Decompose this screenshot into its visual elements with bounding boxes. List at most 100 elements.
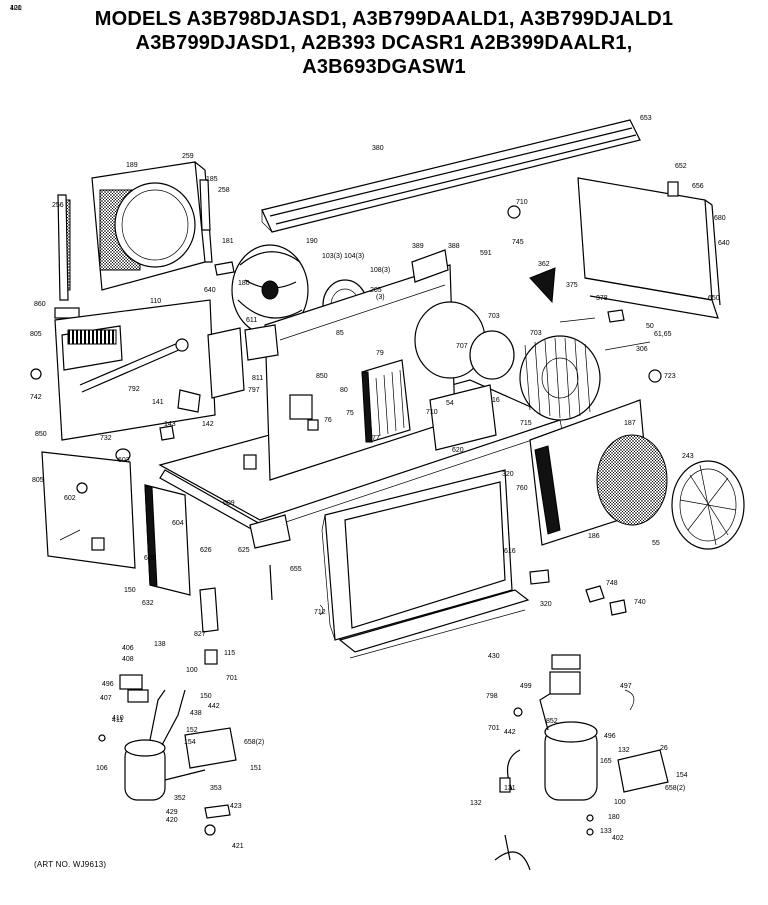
part-callout-label: 132 xyxy=(470,800,482,807)
part-callout-label: 438 xyxy=(190,710,202,717)
part-callout-label: 496 xyxy=(102,681,114,688)
blower-wheel xyxy=(414,301,601,421)
part-callout-label: 61,65 xyxy=(654,331,672,338)
part-callout-label: 850 xyxy=(35,431,47,438)
part-callout-label: 626 xyxy=(200,547,212,554)
part-callout-label: 811 xyxy=(252,375,263,382)
part-callout-label: 611 xyxy=(246,317,257,324)
part-callout-label: 429 xyxy=(166,809,178,816)
part-callout-label: 742 xyxy=(30,394,42,401)
part-callout-label: 604 xyxy=(172,520,184,527)
part-callout-label: 640 xyxy=(204,287,216,294)
part-callout-label: 497 xyxy=(620,683,632,690)
part-callout-label: 703 xyxy=(530,330,542,337)
part-callout-label: 115 xyxy=(224,650,235,657)
models-title-line-2: A3B799DJASD1, A2B393 DCASR1 A2B399DAALR1… xyxy=(135,32,633,54)
part-callout-label: 80 xyxy=(340,387,348,394)
part-callout-label: 258 xyxy=(218,187,230,194)
part-callout-label: 420 xyxy=(10,5,22,12)
part-callout-label: 798 xyxy=(486,693,498,700)
part-callout-label: 860 xyxy=(34,301,46,308)
part-callout-label: 442 xyxy=(208,703,220,710)
part-callout-label: 154 xyxy=(676,772,688,779)
part-callout-label: 442 xyxy=(504,729,516,736)
side-strips xyxy=(54,179,211,319)
part-callout-label: 76 xyxy=(324,417,332,424)
part-callout-label: 632 xyxy=(142,600,154,607)
part-callout-label: 760 xyxy=(516,485,528,492)
part-callout-label: 104(3) xyxy=(344,253,364,260)
part-callout-label: 602 xyxy=(64,495,76,502)
part-callout-label: 827 xyxy=(194,631,206,638)
part-callout-label: 499 xyxy=(520,683,532,690)
part-callout-label: 715 xyxy=(520,420,532,427)
part-callout-label: 141 xyxy=(152,399,164,406)
evaporator-coil xyxy=(361,359,411,443)
part-callout-label: 103(3) xyxy=(322,253,342,260)
part-callout-label: 151 xyxy=(250,765,262,772)
part-callout-label: 352 xyxy=(174,795,186,802)
part-callout-label: 389 xyxy=(412,243,424,250)
control-bezel xyxy=(54,299,216,441)
compressor-right xyxy=(494,654,669,871)
top-cover-rail xyxy=(261,119,641,233)
art-number: (ART NO. WJ9613) xyxy=(34,860,107,869)
part-callout-label: 189 xyxy=(126,162,138,169)
part-callout-label: (3) xyxy=(376,294,385,301)
part-callout-label: 710 xyxy=(516,199,528,206)
part-callout-label: 375 xyxy=(566,282,578,289)
part-callout-label: 603 xyxy=(118,457,130,464)
part-callout-label: 85 xyxy=(336,330,344,337)
part-callout-label: 616 xyxy=(504,548,516,555)
part-callout-label: 320 xyxy=(502,471,514,478)
part-callout-label: 150 xyxy=(124,587,136,594)
part-callout-label: 154 xyxy=(184,739,196,746)
part-callout-label: 723 xyxy=(664,373,676,380)
fan-shroud-ring xyxy=(671,460,745,550)
part-callout-label: 707 xyxy=(456,343,468,350)
part-callout-label: 701 xyxy=(488,725,500,732)
part-callout-label: 656 xyxy=(692,183,704,190)
part-callout-label: 640 xyxy=(718,240,730,247)
compressor-left xyxy=(98,649,237,836)
part-callout-label: 79 xyxy=(376,350,384,357)
part-callout-label: 420 xyxy=(166,817,178,824)
part-callout-label: 701 xyxy=(226,675,238,682)
part-callout-label: 55 xyxy=(652,540,660,547)
right-side-panel xyxy=(577,177,721,319)
part-callout-label: 620 xyxy=(452,447,464,454)
part-callout-label: 680 xyxy=(714,215,726,222)
part-callout-label: 100 xyxy=(614,799,626,806)
part-callout-label: 106 xyxy=(96,765,108,772)
part-callout-label: 407 xyxy=(100,695,112,702)
part-callout-label: 243 xyxy=(682,453,694,460)
part-callout-label: 430 xyxy=(488,653,500,660)
part-callout-label: 496 xyxy=(604,733,616,740)
part-callout-label: 131 xyxy=(504,785,516,792)
part-callout-label: 16 xyxy=(492,397,500,404)
part-callout-label: 180 xyxy=(238,280,250,287)
part-callout-label: 100 xyxy=(186,667,198,674)
part-callout-label: 378 xyxy=(596,295,608,302)
part-callout-label: 805 xyxy=(30,331,42,338)
part-callout-label: 740 xyxy=(634,599,646,606)
part-callout-label: 408 xyxy=(122,656,134,663)
part-callout-label: 75 xyxy=(346,410,354,417)
condenser-coil xyxy=(321,469,530,659)
part-callout-label: 850 xyxy=(316,373,328,380)
part-callout-label: 181 xyxy=(222,238,234,245)
part-callout-label: 185 xyxy=(206,176,218,183)
part-callout-label: 712 xyxy=(314,609,326,616)
part-callout-label: 108(3) xyxy=(370,267,390,274)
part-callout-label: 101 xyxy=(10,5,22,12)
part-callout-label: 26 xyxy=(660,745,668,752)
part-callout-label: 631 xyxy=(144,555,156,562)
part-callout-label: 306 xyxy=(636,346,648,353)
side-mounting-plate xyxy=(144,484,219,633)
part-callout-label: 609 xyxy=(223,500,235,507)
part-callout-label: 650 xyxy=(708,295,720,302)
left-grille-shroud xyxy=(59,161,213,291)
